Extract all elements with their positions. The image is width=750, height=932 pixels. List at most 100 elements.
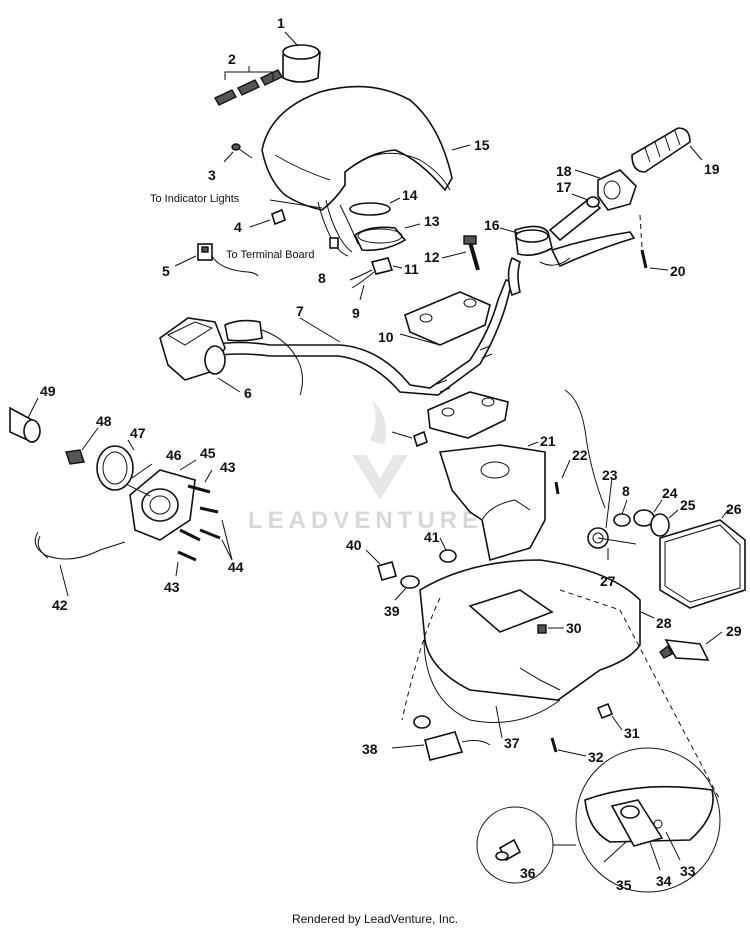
part-49-lens-cap <box>9 397 41 444</box>
callout-23: 23 <box>602 467 618 483</box>
part-41-washer <box>439 537 457 563</box>
callout-46: 46 <box>166 447 182 463</box>
part-14-lens-ring <box>349 197 401 216</box>
callout-34: 34 <box>656 873 672 889</box>
callout-20: 20 <box>670 263 686 279</box>
part-39-seal <box>394 575 420 601</box>
callout-45: 45 <box>200 445 216 461</box>
callout-19: 19 <box>704 161 720 177</box>
callout-49: 49 <box>40 383 56 399</box>
detail-circle-small <box>476 806 576 884</box>
callout-14: 14 <box>402 187 418 203</box>
callout-3: 3 <box>208 167 216 183</box>
part-37-console-housing <box>401 559 721 801</box>
callout-10: 10 <box>378 329 394 345</box>
callout-12: 12 <box>424 249 440 265</box>
callout-41: 41 <box>424 529 440 545</box>
part-44-screws <box>199 506 233 561</box>
callout-38: 38 <box>362 741 378 757</box>
callout-33: 33 <box>680 863 696 879</box>
note-indicator-lights: To Indicator Lights <box>150 193 240 205</box>
part-4-clip-lower <box>391 430 428 448</box>
callout-16: 16 <box>484 217 500 233</box>
indicator-wires <box>269 199 359 257</box>
note-terminal-board: To Terminal Board <box>226 249 314 261</box>
part-21-mounting-bracket <box>438 441 546 562</box>
callout-13: 13 <box>424 213 440 229</box>
callout-36: 36 <box>520 865 536 881</box>
part-3-screw <box>223 143 253 163</box>
part-26-headlamp <box>659 509 746 609</box>
part-47-gasket <box>96 439 135 491</box>
lower-clamp <box>427 391 509 439</box>
callout-11: 11 <box>404 261 419 277</box>
watermark-emblem <box>352 400 408 500</box>
part-13-reflector <box>353 223 421 252</box>
part-20-screw <box>639 214 669 271</box>
callout-26: 26 <box>726 501 742 517</box>
callout-40: 40 <box>346 537 362 553</box>
part-19-hand-grip <box>631 127 703 173</box>
callout-7: 7 <box>296 303 304 319</box>
part-25-socket-ring <box>650 509 679 537</box>
callout-35: 35 <box>616 877 632 893</box>
watermark-logo-text: LEADVENTURE <box>248 507 484 534</box>
callout-22: 22 <box>572 447 588 463</box>
callout-31: 31 <box>624 725 640 741</box>
callout-8: 8 <box>318 270 326 286</box>
part-23-gear-socket <box>587 477 613 549</box>
callout-47: 47 <box>130 425 146 441</box>
part-16-brake-master-cylinder <box>499 225 636 297</box>
part-40-knob <box>365 549 397 581</box>
part-32-screw <box>550 737 587 757</box>
callout-1: 1 <box>277 15 285 31</box>
part-10-upper-clamp <box>399 291 491 346</box>
part-12-bolt <box>441 235 480 271</box>
callout-37: 37 <box>504 735 520 751</box>
part-30-nut <box>537 624 564 634</box>
callout-27: 27 <box>600 573 616 589</box>
callout-21: 21 <box>540 433 556 449</box>
callout-32: 32 <box>588 749 604 765</box>
callout-43b: 43 <box>164 579 180 595</box>
part-4-clip-upper <box>249 208 286 228</box>
callout-17: 17 <box>556 179 572 195</box>
callout-25: 25 <box>680 497 696 513</box>
part-5-connector <box>174 243 259 277</box>
part-22-screw <box>554 459 571 495</box>
part-48-nut <box>65 427 99 465</box>
part-15-handlebar-cowl <box>261 85 471 211</box>
part-43-screws <box>175 469 213 577</box>
part-42-cable <box>34 531 126 597</box>
callout-2: 2 <box>228 51 236 67</box>
callout-30: 30 <box>566 620 582 636</box>
callout-48: 48 <box>96 413 112 429</box>
callout-5: 5 <box>162 263 170 279</box>
callout-28: 28 <box>656 615 672 631</box>
callout-18: 18 <box>556 163 572 179</box>
callout-44: 44 <box>228 559 244 575</box>
part-17-grip-sleeve <box>548 193 602 242</box>
callout-24: 24 <box>662 485 678 501</box>
part-45-pod-base <box>129 459 197 541</box>
part-8-bulb <box>613 499 631 527</box>
part-18-throttle-housing <box>574 169 637 211</box>
callout-9: 9 <box>352 305 360 321</box>
part-6-left-switch <box>159 317 303 396</box>
part-38-ignition-switch <box>391 715 491 761</box>
callout-8b: 8 <box>622 483 630 499</box>
callout-6: 6 <box>244 385 252 401</box>
part-27-wire <box>564 389 637 560</box>
callout-42: 42 <box>52 597 68 613</box>
callout-43: 43 <box>220 459 236 475</box>
callout-39: 39 <box>384 603 400 619</box>
part-29-toggle-switch <box>659 631 723 661</box>
callout-29: 29 <box>726 623 742 639</box>
part-2-lens-strip <box>214 66 283 106</box>
callout-4: 4 <box>234 219 242 235</box>
part-1-lamp-cap <box>282 31 321 83</box>
callout-15: 15 <box>474 137 490 153</box>
footer-credit: Rendered by LeadVenture, Inc. <box>291 912 459 926</box>
part-11-bulb-socket <box>349 257 403 301</box>
